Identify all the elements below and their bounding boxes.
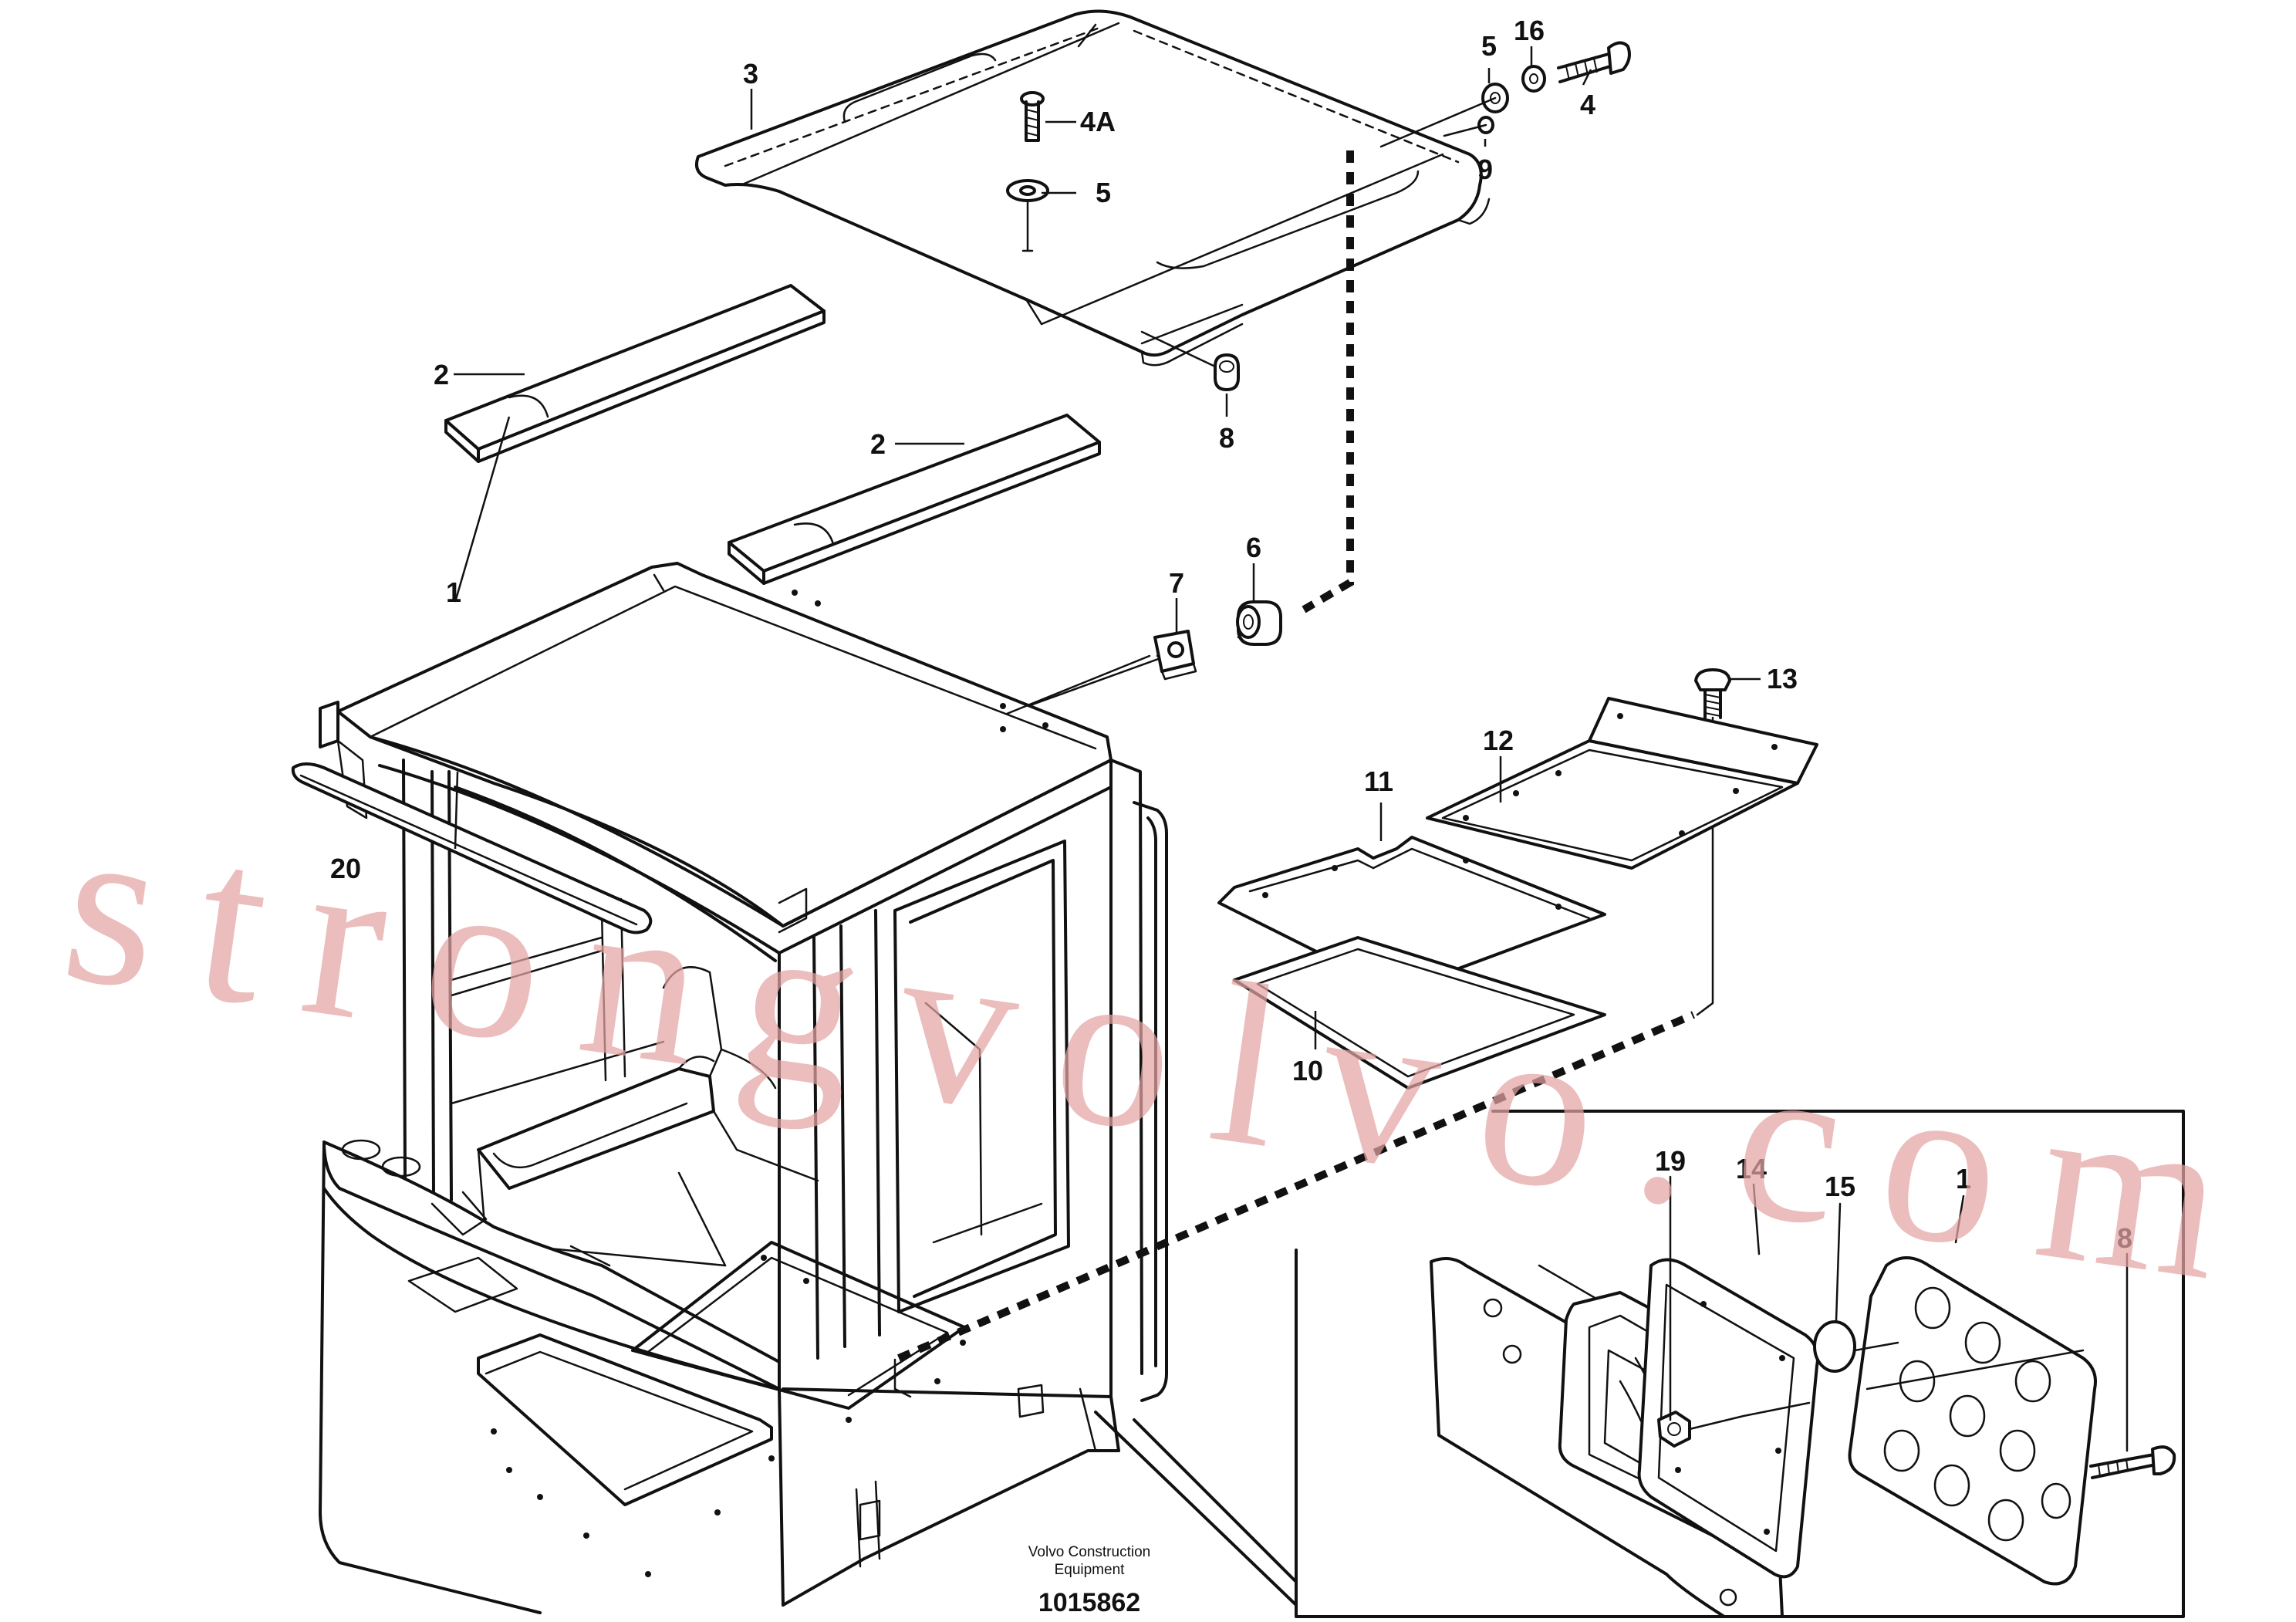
callout-16: 16	[1514, 15, 1545, 46]
callout-6: 6	[1246, 532, 1261, 563]
callout-12: 12	[1483, 725, 1514, 756]
callout-17: 1	[1956, 1163, 1971, 1195]
callout-13: 13	[1767, 663, 1798, 694]
callout-9: 9	[1477, 154, 1493, 185]
floor-plate-11	[1217, 836, 1606, 993]
bolt-13	[1694, 668, 1731, 719]
callout-2-lower: 2	[870, 428, 886, 460]
cab-body-part	[291, 562, 1168, 1614]
callout-11: 11	[1364, 765, 1393, 797]
clip-7	[1153, 630, 1197, 681]
nut-8-roof	[1140, 330, 1240, 391]
callout-15: 15	[1825, 1171, 1855, 1202]
watermark: strongvolvo.com	[51, 772, 2241, 1330]
floor-plate-12	[1426, 697, 1818, 870]
rubber-mount-6	[1236, 600, 1282, 646]
roof-cover-part	[695, 9, 1491, 367]
callout-7: 7	[1169, 567, 1184, 599]
grommet-holes	[1883, 1286, 2071, 1542]
callout-3: 3	[743, 58, 758, 90]
screw-4a-washer	[1006, 91, 1049, 252]
callout-19: 19	[1655, 1145, 1686, 1177]
callout-5-center: 5	[1096, 177, 1111, 208]
callout-8-roof: 8	[1219, 422, 1234, 454]
callout-4: 4	[1580, 89, 1595, 120]
cab-rivets	[491, 590, 1048, 1577]
roof-pad-upper	[444, 284, 826, 463]
callout-20: 20	[330, 853, 361, 884]
callout-4a: 4A	[1080, 106, 1116, 137]
callout-2-upper: 2	[434, 359, 449, 390]
callout-14: 14	[1736, 1153, 1767, 1184]
roof-pad-lower	[728, 414, 1101, 585]
hardware-top-right	[1379, 41, 1631, 148]
callout-1: 1	[446, 576, 461, 608]
detail-inset	[1094, 1110, 2185, 1618]
credit-line-1: Volvo Construction	[1028, 1544, 1150, 1560]
callout-labels: 1 2 2 3 4 4A 5 5 6 7 8 8 9 10 11 12 13 1…	[330, 15, 2132, 1254]
callout-5-right: 5	[1481, 30, 1497, 62]
document-number: 1015862	[1038, 1588, 1140, 1617]
callout-8-detail: 8	[2117, 1222, 2132, 1254]
callout-10: 10	[1292, 1055, 1323, 1086]
credit-line-2: Equipment	[1055, 1562, 1126, 1578]
floor-gasket-10	[1233, 936, 1606, 1090]
